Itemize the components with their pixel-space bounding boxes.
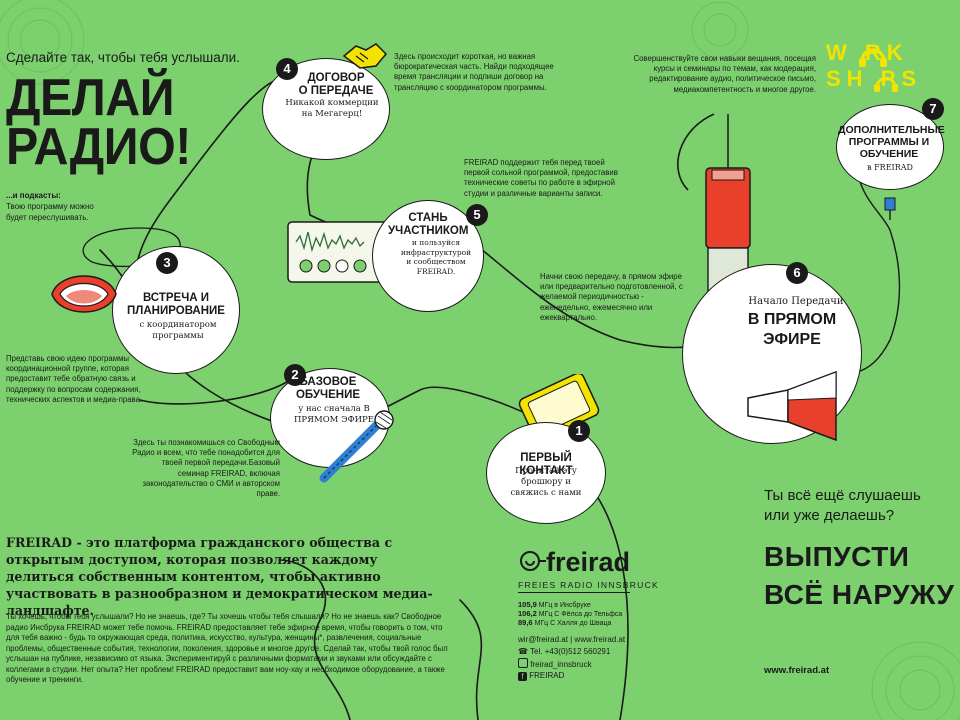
contact-phone-text: Tel. +43(0)512 560291 (530, 647, 611, 656)
frequency-label: МГц в Инсбруке (538, 602, 591, 609)
step-3-number: 3 (156, 252, 178, 274)
headphones-icon-small (874, 76, 898, 92)
step-2-title: БАЗОВОЕ ОБУЧЕНИЕ (284, 376, 372, 402)
step-5-bubble (372, 200, 484, 312)
freirad-logo-icon (520, 551, 546, 571)
step-5-title-l1: СТАНЬ (408, 212, 448, 224)
step-7-number: 7 (922, 98, 944, 120)
cta-release: ВЫПУСТИ ВСЁ НАРУЖУ (764, 538, 954, 614)
step-3-title-l2: ПЛАНИРОВАНИЕ (127, 305, 225, 317)
cta-release-l1: ВЫПУСТИ (764, 541, 910, 572)
cta-question-l2: или уже делаешь? (764, 507, 895, 524)
contact-facebook[interactable]: f FREIRAD (518, 670, 564, 682)
body-text: Ты хочешь, чтобы тебя услышали? Но не зн… (6, 612, 448, 684)
step-6-title-l1: В ПРЯМОМ (747, 311, 837, 328)
step-1-sub: Прочитай эту брошюру и свяжись с нами (510, 466, 582, 498)
workshops-line-2: SH PS (826, 66, 923, 91)
contact-phone[interactable]: ☎ Tel. +43(0)512 560291 (518, 646, 610, 658)
mission-statement: FREIRAD - это платформа гражданского общ… (6, 535, 433, 618)
cta-question: Ты всё ещё слушаешь или уже делаешь? (764, 486, 921, 526)
step-4-number: 4 (276, 58, 298, 80)
cta-release-l2: ВСЁ НАРУЖУ (764, 579, 955, 610)
step-7-title-l2: ПРОГРАММЫ И (848, 136, 930, 148)
handshake-icon (342, 43, 388, 69)
step-2-sub: у нас сначала В ПРЯМОМ ЭФИРЕ (294, 404, 374, 425)
step-4-title-l2: О ПЕРЕДАЧЕ (298, 85, 374, 97)
freirad-subtitle: FREIES RADIO INNSBRUCK (518, 580, 660, 590)
step-3-title: ВСТРЕЧА И ПЛАНИРОВАНИЕ (118, 292, 234, 318)
contact-email[interactable]: wir@freirad.at | www.freirad.at (518, 635, 626, 644)
phone-icon: ☎ (518, 647, 528, 656)
facebook-icon: f (518, 672, 527, 681)
logo-divider (518, 592, 630, 593)
step-6-note: Начни свою передачу, в прямом эфире или … (540, 272, 683, 322)
step-1-title: ПЕРВЫЙ КОНТАКТ (519, 452, 573, 477)
contact-instagram[interactable]: freirad_innsbruck (518, 658, 592, 671)
step-7-title: ДОПОЛНИТЕЛЬНЫЕ ПРОГРАММЫ И ОБУЧЕНИЕ (838, 124, 945, 160)
podcast-note: ...и подкасты: Твою программу можно буде… (6, 190, 116, 223)
page-title: ДЕЛАЙ РАДИО! (6, 69, 191, 176)
frequency-label: МГц С Халля до Шваца (534, 620, 612, 627)
title-line-1: ДЕЛАЙ (6, 69, 175, 127)
frequency-row: 106,2 МГц С Фёлса до Тельфса (518, 609, 622, 619)
step-5-sub: и пользуйся инфраструктурой и сообщество… (400, 238, 472, 276)
step-6-number: 6 (786, 262, 808, 284)
frequency-row: 105,9 МГц в Инсбруке (518, 600, 591, 610)
step-6-pre: Начало Передачи (748, 296, 844, 307)
step-6-title-l2: ЭФИРЕ (763, 331, 821, 348)
step-7-sub: в FREIRAD (867, 163, 913, 172)
frequency-value: 106,2 (518, 609, 537, 618)
step-3-sub: с координатором программы (139, 320, 217, 341)
step-6-title: В ПРЯМОМ ЭФИРЕ (732, 310, 852, 350)
step-4-note: Здесь происходит короткая, но важная бюр… (394, 52, 554, 92)
step-5-title-l2: УЧАСТНИКОМ (388, 225, 469, 237)
step-3-note: Представь свою идею программы координаци… (6, 354, 143, 404)
frequency-row: 89,6 МГц С Халля до Шваца (518, 618, 611, 628)
podcast-text: Твою программу можно будет переслушивать… (6, 202, 94, 222)
step-3-title-l1: ВСТРЕЧА И (142, 292, 210, 304)
title-line-2: РАДИО! (6, 118, 191, 176)
megaphone-icon (747, 370, 837, 442)
step-5-note: FREIRAD поддержит тебя перед твоей перво… (464, 158, 618, 198)
step-5-title: СТАНЬ УЧАСТНИКОМ (388, 212, 468, 238)
instagram-icon (518, 658, 528, 668)
step-7-title-l1: ДОПОЛНИТЕЛЬНЫЕ (838, 124, 945, 136)
step-2-title-l1: БАЗОВОЕ (299, 376, 357, 388)
freirad-logo: freirad (546, 547, 631, 577)
step-5-number: 5 (466, 204, 488, 226)
contact-facebook-text: FREIRAD (529, 671, 565, 680)
frequency-label: МГц С Фёлса до Тельфса (538, 611, 623, 618)
website-link[interactable]: www.freirad.at (764, 665, 830, 676)
step-1-number: 1 (568, 420, 590, 442)
step-4-sub: Никакой коммерции на Мегагерц! (285, 98, 379, 119)
microphone-icon (319, 410, 394, 483)
step-7-bubble (836, 104, 944, 190)
cable-connector-icon (884, 197, 896, 220)
step-2-number: 2 (284, 364, 306, 386)
cta-question-l1: Ты всё ещё слушаешь (764, 487, 921, 504)
tagline: Сделайте так, чтобы тебя услышали. (6, 50, 240, 65)
contact-instagram-text: freirad_innsbruck (530, 660, 592, 669)
step-2-title-l2: ОБУЧЕНИЕ (295, 389, 361, 401)
mouth-icon (51, 275, 117, 313)
step-7-title-l3: ОБУЧЕНИЕ (859, 148, 919, 160)
step-2-note: Здесь ты познакомишься со Свободным Ради… (132, 438, 280, 499)
step-4-title: ДОГОВОР О ПЕРЕДАЧЕ (286, 72, 386, 98)
step-4-title-l1: ДОГОВОР (307, 72, 365, 84)
frequency-value: 89,6 (518, 618, 533, 627)
podcast-bold: ...и подкасты: (6, 191, 61, 200)
step-7-note: Совершенствуйте свои навыки вещания, пос… (633, 54, 816, 94)
headphones-icon (859, 48, 887, 67)
frequency-value: 105,9 (518, 600, 537, 609)
